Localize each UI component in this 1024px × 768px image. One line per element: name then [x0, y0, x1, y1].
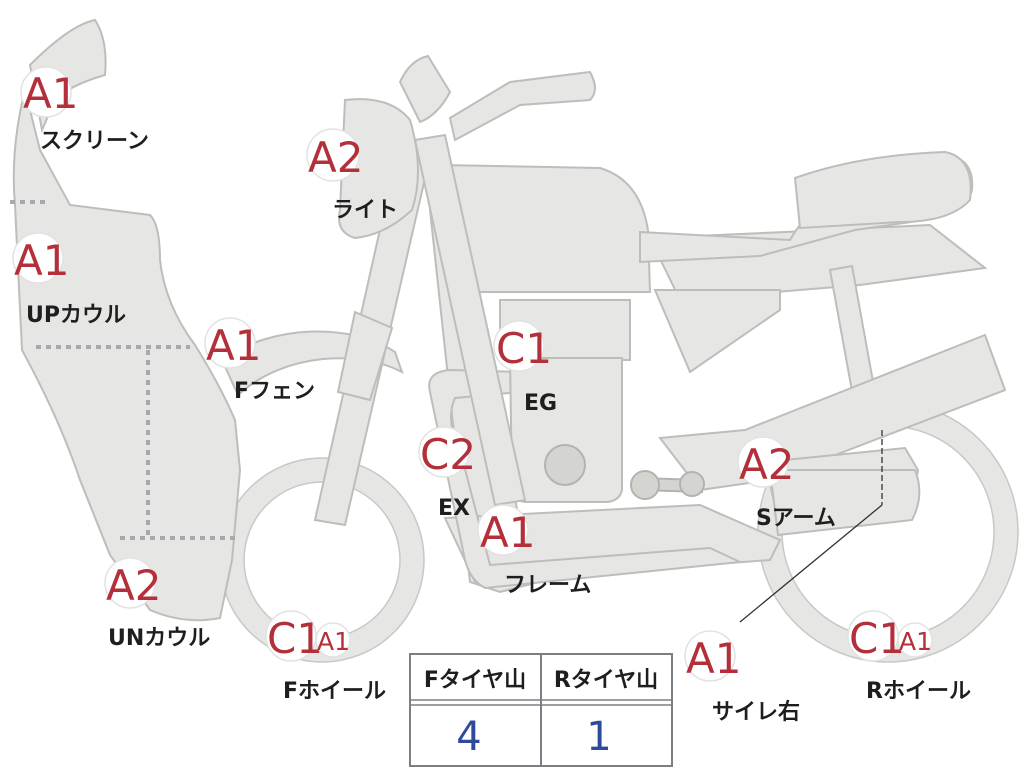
engine-label: EG [524, 391, 557, 416]
part-r-wheel: C1 A1 Rホイール [847, 610, 971, 704]
frame-grade: A1 [480, 508, 535, 557]
exhaust-label: EX [438, 496, 470, 521]
tread-table-header-rear: Rタイヤ山 [554, 668, 658, 693]
part-un-cowl: A2 UNカウル [104, 557, 210, 651]
part-light: A2 ライト [306, 128, 398, 223]
part-muffler-right: A1 サイレ右 [684, 630, 800, 725]
f-wheel-grade-secondary: A1 [317, 627, 350, 656]
fuel-tank-shape [439, 163, 652, 293]
muffler-right-grade: A1 [686, 634, 741, 683]
part-exhaust: C2 EX [418, 426, 476, 521]
tread-table: Fタイヤ山 Rタイヤ山 4 1 [409, 653, 673, 767]
tread-table-header-front: Fタイヤ山 [424, 668, 526, 693]
part-frame: A1 フレーム [477, 504, 591, 598]
r-wheel-grade: C1 [849, 614, 905, 663]
fairing-shape [12, 89, 242, 622]
swing-arm-grade: A2 [739, 440, 794, 489]
exhaust-grade: C2 [420, 430, 476, 479]
part-f-fender: A1 Fフェン [204, 317, 315, 404]
part-engine: C1 EG [493, 320, 557, 416]
swing-arm-label: Sアーム [756, 506, 836, 531]
headlight-shape [338, 98, 419, 240]
f-wheel-grade: C1 [267, 614, 323, 663]
part-screen: A1 スクリーン [20, 66, 149, 154]
frame-label: フレーム [504, 573, 591, 598]
light-grade: A2 [308, 133, 363, 182]
un-cowl-label: UNカウル [108, 626, 210, 651]
screen-grade: A1 [23, 69, 78, 118]
part-f-wheel: C1 A1 Fホイール [265, 610, 386, 704]
rear-tread-value: 1 [586, 714, 611, 760]
f-wheel-label: Fホイール [283, 679, 386, 704]
light-label: ライト [332, 198, 398, 223]
r-wheel-label: Rホイール [866, 679, 971, 704]
screen-label: スクリーン [40, 129, 149, 154]
part-swing-arm: A2 Sアーム [737, 436, 836, 531]
f-fender-label: Fフェン [234, 379, 315, 404]
muffler-right-label: サイレ右 [712, 700, 800, 725]
part-up-cowl: A1 UPカウル [12, 232, 126, 328]
up-cowl-grade: A1 [14, 236, 69, 285]
handlebar-shape [448, 70, 596, 142]
front-tread-value: 4 [456, 714, 481, 760]
up-cowl-label: UPカウル [26, 303, 126, 328]
r-wheel-grade-secondary: A1 [899, 627, 932, 656]
engine-grade: C1 [496, 324, 552, 373]
un-cowl-grade: A2 [106, 561, 161, 610]
f-fender-grade: A1 [206, 321, 261, 370]
